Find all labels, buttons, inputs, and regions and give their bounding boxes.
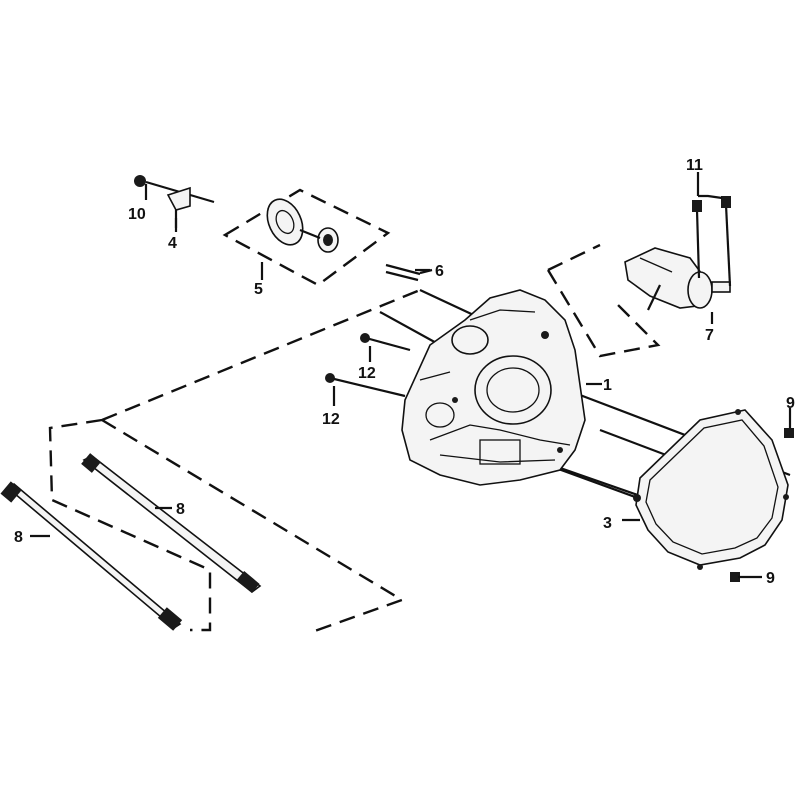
label-part-9-top: 9 bbox=[786, 395, 795, 412]
crankcase bbox=[401, 289, 586, 486]
label-part-1: 1 bbox=[603, 377, 612, 394]
starter-gear bbox=[266, 198, 339, 253]
label-part-7: 7 bbox=[705, 327, 714, 344]
label-part-8-left: 8 bbox=[14, 529, 23, 546]
cover-screws bbox=[730, 428, 794, 582]
label-part-12-lower: 12 bbox=[322, 411, 340, 428]
label-part-9-bottom: 9 bbox=[766, 570, 775, 587]
gear-group-outline bbox=[222, 188, 391, 287]
label-part-6: 6 bbox=[435, 263, 444, 280]
label-part-3: 3 bbox=[603, 515, 612, 532]
label-leaders bbox=[30, 184, 792, 579]
studs bbox=[0, 453, 262, 631]
label-part-10: 10 bbox=[128, 206, 146, 223]
label-part-12-upper: 12 bbox=[358, 365, 376, 382]
motor-group-outline bbox=[546, 243, 661, 358]
label-part-4: 4 bbox=[168, 235, 177, 252]
gear-shaft bbox=[385, 263, 433, 282]
stud-group-outline bbox=[48, 288, 421, 634]
crankcase-bolts bbox=[325, 333, 411, 398]
label-part-8-right: 8 bbox=[176, 501, 185, 518]
label-part-5: 5 bbox=[254, 281, 263, 298]
side-cover bbox=[633, 409, 789, 570]
starter-bolts bbox=[692, 172, 732, 287]
bracket-and-bolt bbox=[134, 175, 215, 228]
starter-motor bbox=[624, 247, 731, 311]
label-part-11: 11 bbox=[686, 157, 703, 174]
